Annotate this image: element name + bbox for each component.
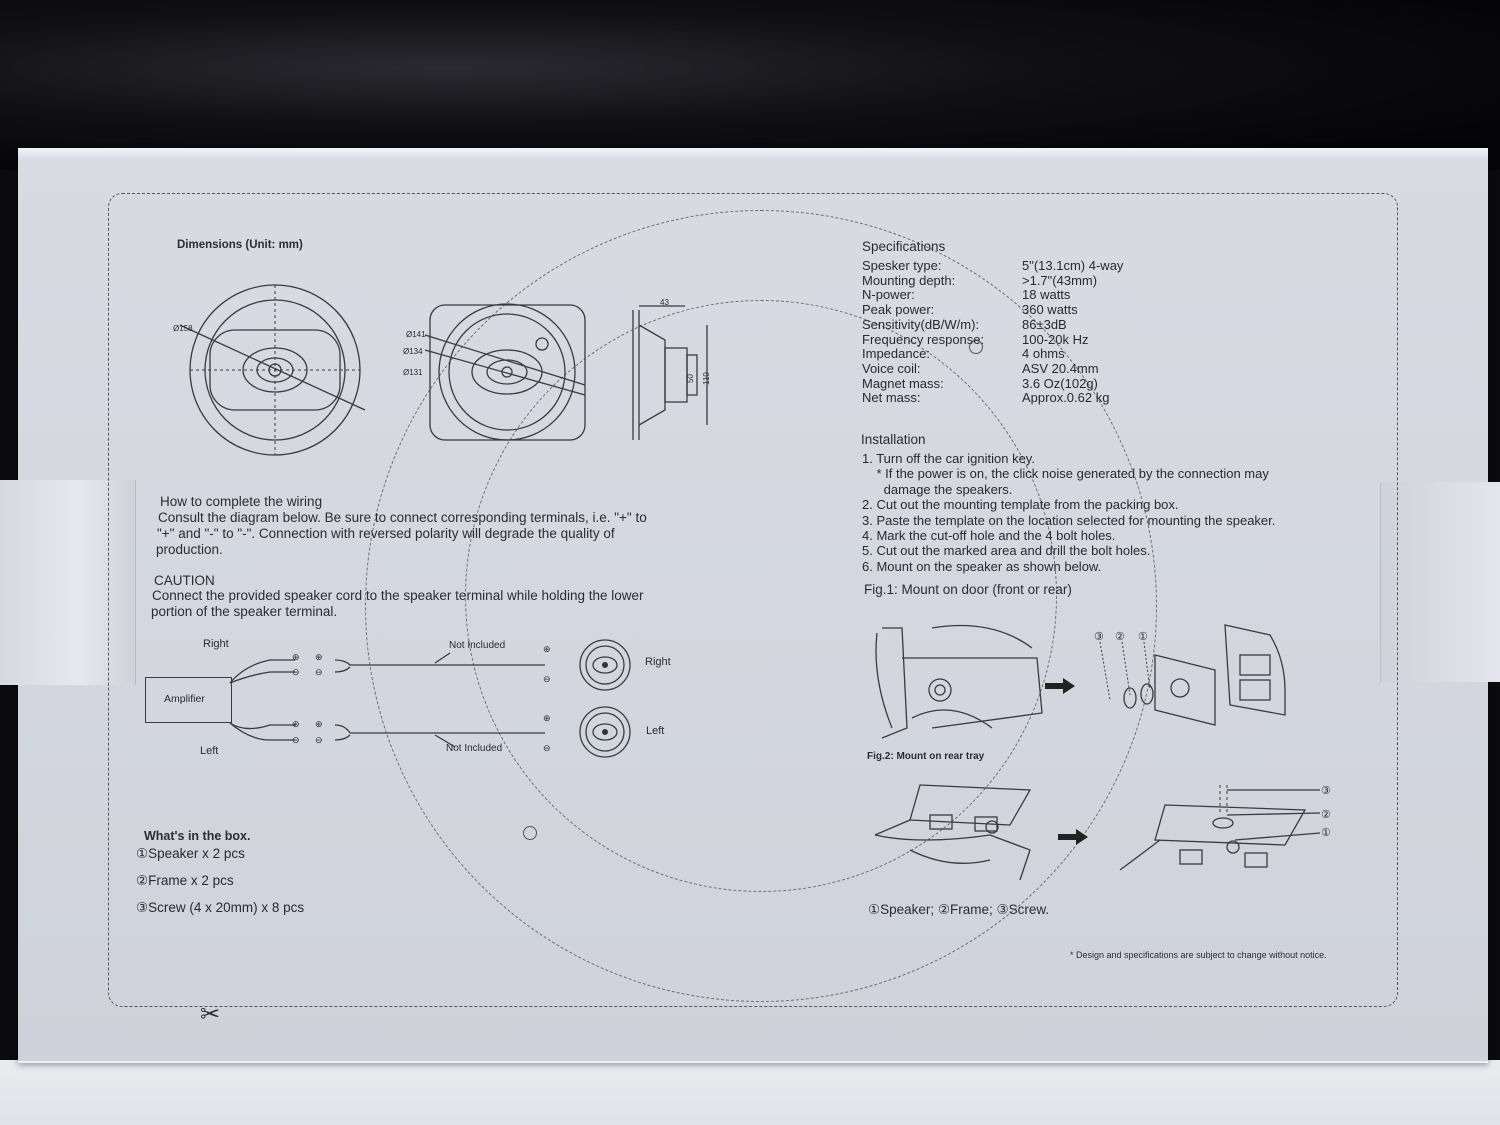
- speaker-right-label: Right: [645, 656, 671, 668]
- background-black-bag: [0, 0, 1500, 170]
- amplifier-box: Amplifier: [145, 677, 232, 723]
- bolt-hole: [969, 340, 983, 354]
- caution-line: Connect the provided speaker cord to the…: [152, 588, 644, 603]
- list-item: ③Screw (4 x 20mm) x 8 pcs: [136, 900, 305, 915]
- marker-1: ①: [1321, 827, 1331, 839]
- installation-step: 3. Paste the template on the location se…: [862, 512, 1276, 528]
- box-flap-right: [1380, 482, 1500, 682]
- installation-title: Installation: [861, 432, 926, 447]
- installation-step: 1. Turn off the car ignition key.: [862, 451, 1035, 466]
- installation-step: 6. Mount on the speaker as shown below.: [862, 558, 1102, 574]
- plus-symbol: ⊕: [543, 644, 551, 654]
- amplifier-label: Amplifier: [164, 693, 205, 705]
- fig2-caption: Fig.2: Mount on rear tray: [867, 751, 985, 762]
- installation-step: 5. Cut out the marked area and drill the…: [862, 543, 1151, 559]
- speaker-rear-drawing: [424, 303, 586, 441]
- marker-2: ②: [1115, 631, 1125, 643]
- spec-row: Peak power:360 watts: [862, 302, 1078, 318]
- not-included-top-label: Not Included: [449, 640, 506, 651]
- dim-110-label: 110: [701, 372, 711, 385]
- footnote: * Design and specifications are subject …: [1070, 950, 1327, 960]
- arrow-icon: [1058, 829, 1088, 845]
- bolt-hole: [523, 826, 537, 840]
- whats-in-box-title: What's in the box.: [144, 829, 251, 843]
- speaker-side-drawing: [632, 305, 708, 440]
- marker-3: ③: [1321, 785, 1331, 797]
- wiring-line: production.: [156, 542, 223, 557]
- spec-row: Impedance:4 ohms: [862, 346, 1065, 362]
- dim-43-label: 43: [660, 298, 669, 307]
- dim-50-label: 50: [685, 374, 695, 383]
- plus-symbol: ⊕: [292, 719, 300, 729]
- plus-symbol: ⊕: [292, 652, 300, 662]
- template-inner-circle: [465, 300, 1057, 892]
- wiring-line: "+" and "-" to "-". Connection with reve…: [157, 526, 615, 541]
- scissors-icon: ✂: [200, 1001, 221, 1028]
- left-speaker-icon: [579, 706, 631, 758]
- minus-symbol: ⊖: [315, 735, 323, 745]
- fig1-caption: Fig.1: Mount on door (front or rear): [864, 582, 1072, 597]
- parts-legend: ①Speaker; ②Frame; ③Screw.: [868, 902, 1050, 917]
- rear-tray-drawing: [874, 784, 1032, 881]
- spec-row: Magnet mass:3.6 Oz(102g): [862, 375, 1098, 391]
- plus-symbol: ⊕: [315, 652, 323, 662]
- amp-left-label: Left: [200, 745, 219, 757]
- dim-158-label: Ø158: [173, 324, 193, 333]
- marker-3: ③: [1094, 631, 1104, 643]
- minus-symbol: ⊖: [315, 667, 323, 677]
- installation-step: 2. Cut out the mounting template from th…: [862, 497, 1179, 513]
- spec-row: Mounting depth:>1.7"(43mm): [862, 272, 1098, 288]
- plus-symbol: ⊕: [543, 713, 551, 723]
- marker-1: ①: [1138, 631, 1148, 643]
- template-outer-circle: [365, 210, 1157, 1002]
- spec-row: Frequency response:100-20k Hz: [862, 331, 1089, 347]
- list-item: ①Speaker x 2 pcs: [136, 846, 245, 861]
- door-exploded-drawing: [1099, 624, 1286, 726]
- dim-134-label: Ø134: [403, 347, 423, 356]
- spec-row: Voice coil:ASV 20.4mm: [862, 360, 1099, 376]
- dimensions-title: Dimensions (Unit: mm): [177, 239, 303, 251]
- installation-step: * If the power is on, the click noise ge…: [862, 466, 1269, 482]
- wiring-line: Consult the diagram below. Be sure to co…: [158, 510, 647, 525]
- spec-row: Net mass:Approx.0.62 kg: [862, 390, 1110, 406]
- table-surface: [0, 1060, 1500, 1125]
- dim-141-label: Ø141: [406, 330, 426, 339]
- caution-title: CAUTION: [154, 573, 215, 588]
- box-top-edge: [18, 148, 1488, 160]
- arrow-icon: [1045, 678, 1075, 694]
- minus-symbol: ⊖: [292, 667, 300, 677]
- plus-symbol: ⊕: [315, 719, 323, 729]
- list-item: ②Frame x 2 pcs: [136, 873, 234, 888]
- wiring-title: How to complete the wiring: [160, 494, 323, 509]
- amp-right-label: Right: [203, 638, 229, 650]
- minus-symbol: ⊖: [292, 735, 300, 745]
- not-included-bottom-label: Not Included: [446, 743, 503, 754]
- door-mount-drawing: [875, 624, 1043, 739]
- right-speaker-icon: [579, 639, 631, 691]
- marker-2: ②: [1321, 809, 1331, 821]
- dim-131-label: Ø131: [403, 368, 423, 377]
- box-flap-left: [0, 480, 136, 685]
- speaker-front-drawing: [179, 284, 366, 456]
- specifications-title: Specifications: [862, 239, 946, 254]
- installation-steps: 1. Turn off the car ignition key. * If t…: [862, 451, 1275, 574]
- installation-step: 4. Mark the cut-off hole and the 4 bolt …: [862, 528, 1116, 544]
- spec-row: N-power:18 watts: [862, 287, 1071, 303]
- rear-tray-exploded-drawing: [1119, 785, 1321, 871]
- wiring-lines: [229, 652, 545, 748]
- installation-step: damage the speakers.: [862, 481, 1013, 497]
- template-cut-border: [108, 193, 1398, 1007]
- speaker-left-label: Left: [646, 725, 665, 737]
- spec-row: Spesker type:5"(13.1cm) 4-way: [862, 258, 1124, 273]
- spec-row: Sensitivity(dB/W/m):86±3dB: [862, 316, 1067, 332]
- whats-in-box-list: ①Speaker x 2 pcs ②Frame x 2 pcs ③Screw (…: [136, 846, 304, 927]
- minus-symbol: ⊖: [543, 674, 551, 684]
- caution-line: portion of the speaker terminal.: [151, 604, 338, 619]
- minus-symbol: ⊖: [543, 743, 551, 753]
- specifications-list: Spesker type:5"(13.1cm) 4-way Mounting d…: [862, 258, 1124, 406]
